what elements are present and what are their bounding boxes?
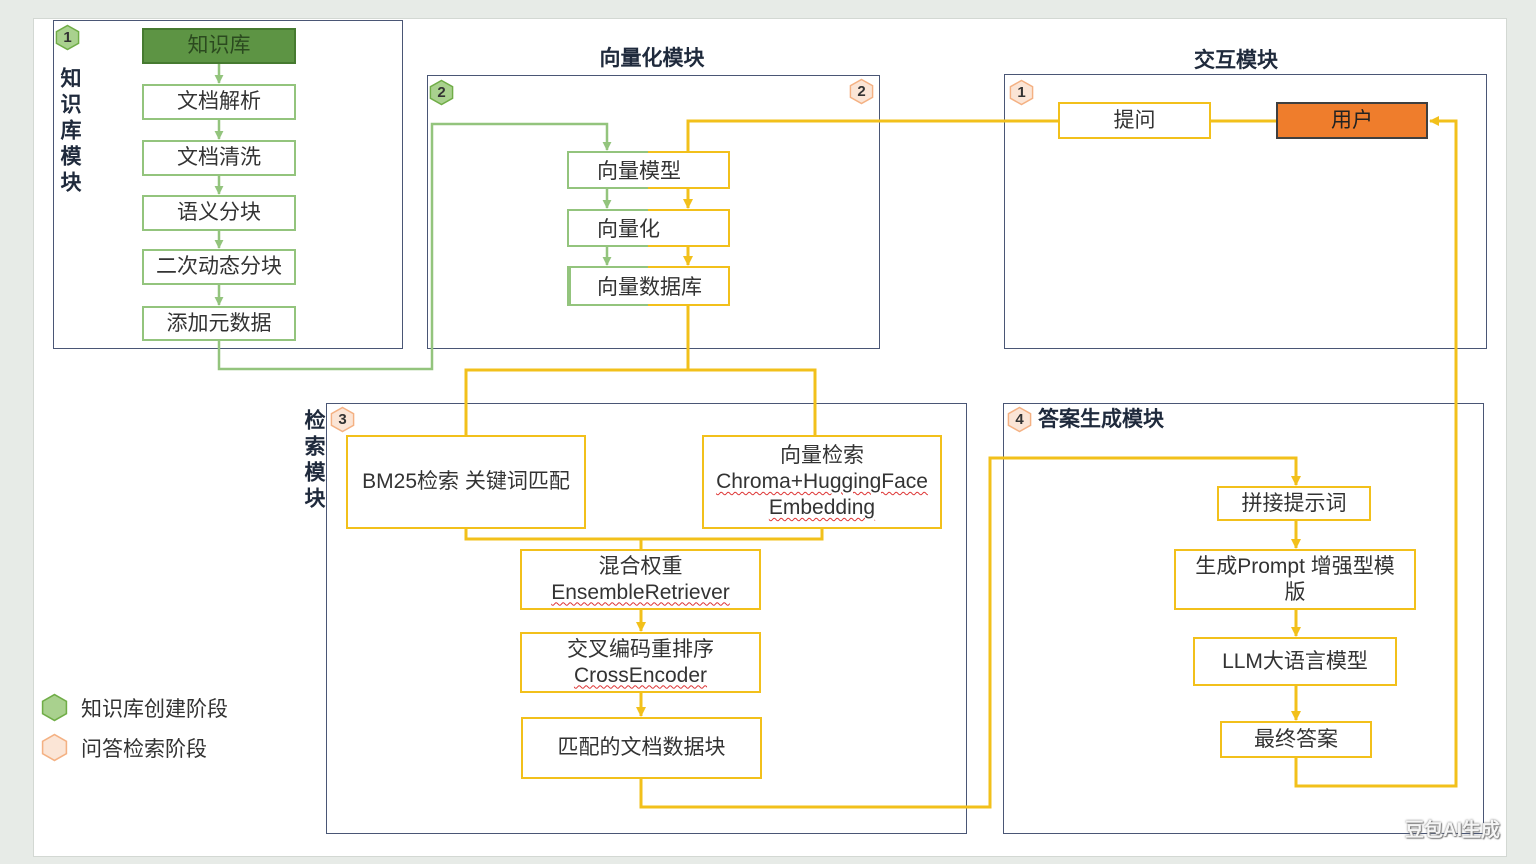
box-border-yellow (648, 266, 730, 306)
badge-number: 1 (63, 29, 72, 46)
prompt-template-line-1: 生成Prompt 增强型模 (1195, 554, 1395, 578)
kb-step-label: 语义分块 (177, 201, 261, 224)
vector-step-vector-database: 向量数据库 (567, 266, 730, 306)
vector-search-embedding: Embedding (768, 496, 876, 519)
matched-chunks-box: 匹配的文档数据块 (521, 717, 762, 779)
green-hexagon-icon (41, 693, 68, 722)
interaction-module-title: 交互模块 (1194, 49, 1278, 72)
prompt-template-box: 生成Prompt 增强型模 版 (1174, 549, 1416, 610)
kb-step-knowledge-base: 知识库 (142, 28, 296, 64)
legend-item-qa-retrieval: 问答检索阶段 (40, 733, 207, 762)
hybrid-title: 混合权重 (598, 554, 683, 578)
orange-hexagon-icon (41, 733, 68, 762)
kb-step-label: 文档清洗 (177, 146, 261, 169)
kb-step-add-metadata: 添加元数据 (142, 306, 296, 341)
llm-label: LLM大语言模型 (1222, 649, 1368, 673)
badge-number: 4 (1015, 411, 1024, 428)
box-border-yellow (648, 151, 730, 189)
vector-step-label: 向量化 (597, 218, 660, 241)
badge-number: 1 (1017, 84, 1026, 101)
kb-step-document-parsing: 文档解析 (142, 84, 296, 120)
final-answer-box: 最终答案 (1220, 721, 1372, 758)
box-border-yellow (648, 209, 730, 247)
orange-hexagon-icon (1007, 406, 1032, 433)
retrieval-module-title: 检索模块 (302, 409, 325, 513)
module-badge-knowledge-base: 1 (54, 24, 81, 51)
user-label: 用户 (1331, 108, 1373, 132)
interaction-module (1004, 74, 1487, 349)
orange-hexagon-icon (849, 78, 874, 105)
vectorization-module-title: 向量化模块 (599, 47, 705, 70)
matched-chunks-label: 匹配的文档数据块 (557, 736, 726, 759)
kb-step-label: 知识库 (187, 34, 251, 57)
watermark: 豆包AI生成 (1405, 820, 1501, 841)
concat-prompt-label: 拼接提示词 (1241, 491, 1347, 515)
orange-hexagon-icon (1009, 79, 1034, 106)
vector-step-vectorize: 向量化 (567, 209, 730, 247)
vector-step-label: 向量数据库 (597, 276, 702, 299)
legend-label: 问答检索阶段 (81, 737, 207, 761)
kb-step-label: 二次动态分块 (156, 255, 282, 278)
module-badge-interaction: 1 (1008, 79, 1035, 106)
module-badge-answer-generation: 4 (1006, 406, 1033, 433)
final-answer-label: 最终答案 (1254, 727, 1338, 751)
vector-search-title: 向量检索 (780, 444, 864, 467)
module-badge-retrieval: 3 (329, 406, 356, 433)
green-hexagon-icon (429, 79, 454, 106)
legend-label: 知识库创建阶段 (81, 697, 228, 721)
rerank-title: 交叉编码重排序 (567, 637, 714, 661)
rerank-model-name: CrossEncoder (573, 663, 708, 687)
question-label: 提问 (1113, 108, 1156, 132)
hybrid-retriever-name: EnsembleRetriever (551, 580, 730, 604)
user-box: 用户 (1276, 102, 1428, 139)
vector-search-store: Chroma+HuggingFace (716, 470, 928, 493)
badge-number: 3 (338, 411, 347, 428)
kb-step-label: 文档解析 (177, 90, 261, 113)
vector-step-label: 向量模型 (597, 160, 681, 183)
knowledge-base-module (53, 20, 403, 349)
orange-hexagon-icon (330, 406, 355, 433)
concat-prompt-box: 拼接提示词 (1217, 486, 1371, 521)
vector-search-box: 向量检索 Chroma+HuggingFace Embedding (702, 435, 942, 529)
kb-step-semantic-chunking: 语义分块 (142, 195, 296, 231)
green-hexagon-icon (55, 24, 80, 51)
legend-item-kb-creation: 知识库创建阶段 (40, 693, 228, 722)
module-badge-vectorization-orange: 2 (848, 78, 875, 105)
knowledge-base-module-title: 知识库模块 (58, 67, 81, 197)
question-box: 提问 (1058, 102, 1211, 139)
cross-encoder-rerank-box: 交叉编码重排序 CrossEncoder (520, 632, 761, 693)
kb-step-label: 添加元数据 (166, 311, 272, 335)
kb-step-dynamic-chunking: 二次动态分块 (142, 249, 296, 285)
answer-generation-module (1003, 403, 1484, 834)
prompt-template-line-2: 版 (1284, 580, 1306, 604)
badge-number: 2 (857, 83, 866, 100)
llm-box: LLM大语言模型 (1193, 637, 1397, 686)
bm25-label: BM25检索 关键词匹配 (362, 470, 570, 493)
kb-step-document-cleaning: 文档清洗 (142, 140, 296, 176)
answer-generation-module-title: 答案生成模块 (1038, 408, 1164, 431)
vector-step-embedding-model: 向量模型 (567, 151, 730, 189)
hybrid-weight-box: 混合权重 EnsembleRetriever (520, 549, 761, 610)
module-badge-vectorization-green: 2 (428, 79, 455, 106)
badge-number: 2 (437, 84, 446, 101)
bm25-keyword-retrieval-box: BM25检索 关键词匹配 (346, 435, 586, 529)
